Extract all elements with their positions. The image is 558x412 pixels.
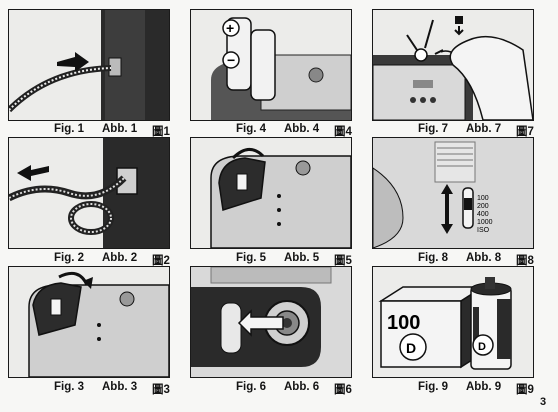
fig-label: Fig. 5: [236, 252, 267, 264]
figure-3-panel: [8, 266, 170, 378]
page-number: 3: [540, 396, 547, 408]
abb-label: Abb. 1: [102, 123, 138, 135]
svg-text:+: +: [226, 20, 234, 36]
fig-label: Fig. 6: [236, 381, 267, 393]
figure-6-caption: Fig. 6 Abb. 6 圖6: [190, 381, 356, 396]
fig-label: Fig. 1: [54, 123, 85, 135]
figure-5-panel: [190, 137, 352, 249]
figure-9-caption: Fig. 9 Abb. 9 圖9: [372, 381, 538, 396]
abb-label: Abb. 2: [102, 252, 138, 264]
dx-logo-icon: D: [406, 340, 416, 356]
figure-2-panel: [8, 137, 170, 249]
kanji-label: 圖9: [516, 384, 534, 396]
battery-cover-open-illustration: [28, 271, 169, 377]
kanji-label: 圖1: [152, 126, 170, 138]
film-speed-selector-illustration: 100 200 400 1000 ISO: [373, 138, 533, 248]
abb-label: Abb. 3: [102, 381, 138, 393]
film-speed-iso: ISO: [477, 227, 490, 234]
figure-1-caption: Fig. 1 Abb. 1 圖1: [8, 123, 174, 138]
shutter-button-illustration: [373, 16, 533, 120]
svg-text:−: −: [227, 52, 235, 68]
figure-2-caption: Fig. 2 Abb. 2 圖2: [8, 252, 174, 267]
kanji-label: 圖2: [152, 255, 170, 267]
abb-label: Abb. 7: [466, 123, 502, 135]
figure-8-panel: 100 200 400 1000 ISO: [372, 137, 534, 249]
film-speed-100: 100: [477, 195, 489, 202]
film-speed-400: 400: [477, 211, 489, 218]
abb-label: Abb. 5: [284, 252, 320, 264]
film-speed-200: 200: [477, 203, 489, 210]
kanji-label: 圖7: [516, 126, 534, 138]
lens-slide-illustration: [191, 267, 351, 377]
fig-label: Fig. 8: [418, 252, 449, 264]
abb-label: Abb. 6: [284, 381, 320, 393]
figure-5-caption: Fig. 5 Abb. 5 圖5: [190, 252, 356, 267]
figure-3-caption: Fig. 3 Abb. 3 圖3: [8, 381, 174, 396]
abb-label: Abb. 9: [466, 381, 502, 393]
figure-6-panel: [190, 266, 352, 378]
figure-8-caption: Fig. 8 Abb. 8 圖8: [372, 252, 538, 267]
film-speed-1000: 1000: [477, 219, 493, 226]
figure-7-caption: Fig. 7 Abb. 7 圖7: [372, 123, 538, 138]
kanji-label: 圖4: [334, 126, 352, 138]
figure-4-caption: Fig. 4 Abb. 4 圖4: [190, 123, 356, 138]
figure-9-panel: 100 D D: [372, 266, 534, 378]
fig-label: Fig. 3: [54, 381, 85, 393]
battery-cover-close-illustration: [210, 148, 351, 248]
fig-label: Fig. 7: [418, 123, 449, 135]
figure-1-panel: [8, 9, 170, 121]
kanji-label: 圖3: [152, 384, 170, 396]
fig-label: Fig. 9: [418, 381, 449, 393]
kanji-label: 圖6: [334, 384, 352, 396]
film-cartridge-illustration: 100 D D: [378, 277, 512, 370]
fig-label: Fig. 2: [54, 252, 85, 264]
battery-insert-illustration: + −: [211, 17, 351, 120]
figure-7-panel: [372, 9, 534, 121]
kanji-label: 圖5: [334, 255, 352, 267]
abb-label: Abb. 4: [284, 123, 320, 135]
fig-label: Fig. 4: [236, 123, 267, 135]
dx-logo-icon-cartridge: D: [478, 341, 486, 353]
abb-label: Abb. 8: [466, 252, 502, 264]
figure-4-panel: + −: [190, 9, 352, 121]
film-box-speed: 100: [387, 312, 420, 334]
kanji-label: 圖8: [516, 255, 534, 267]
strap-attachment-illustration: [9, 10, 169, 120]
strap-loop-illustration: [9, 138, 169, 248]
